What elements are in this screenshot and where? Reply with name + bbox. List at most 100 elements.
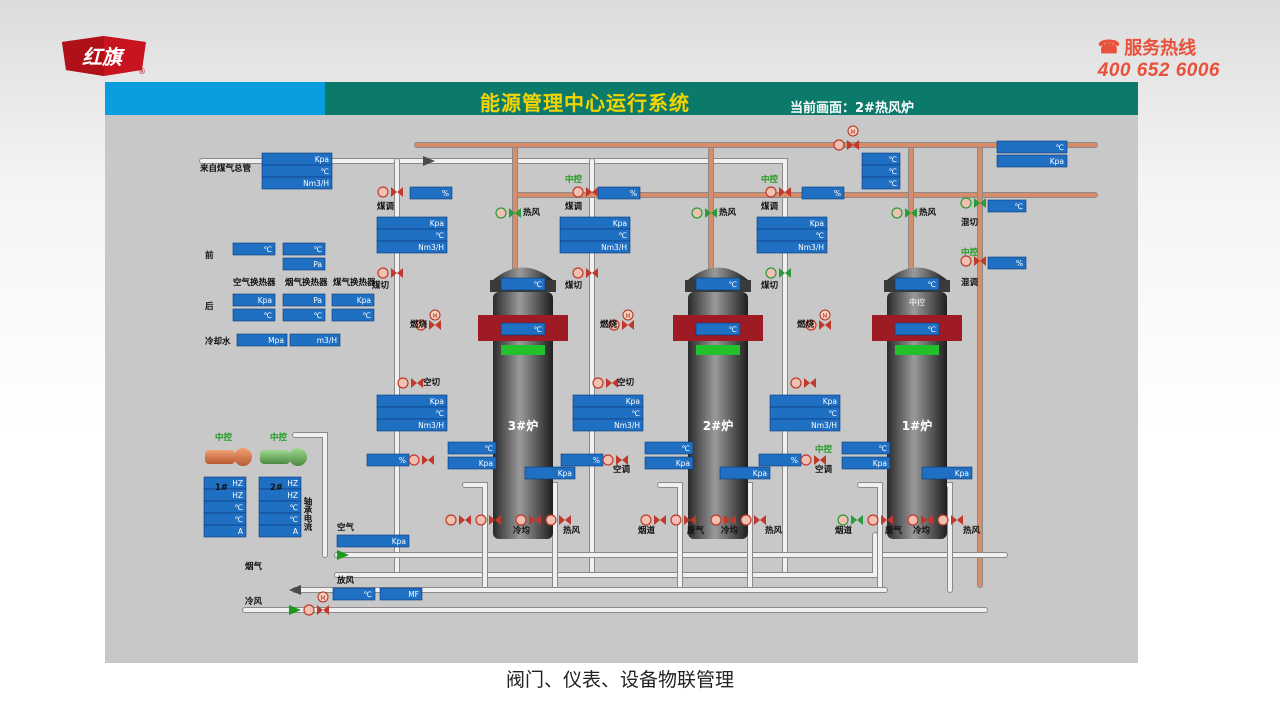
hot-air-temps[interactable]: ℃ bbox=[861, 176, 901, 190]
flue-hx-rear-temp[interactable]: ℃ bbox=[282, 308, 326, 322]
air-meter-3[interactable]: ℃ bbox=[376, 406, 448, 420]
air-meter-1[interactable]: Kpa bbox=[769, 394, 841, 408]
vent-valve[interactable] bbox=[303, 604, 329, 616]
air-kpa-meter[interactable]: Kpa bbox=[336, 534, 410, 548]
fan-2[interactable] bbox=[260, 448, 307, 466]
hot-air-main-temp[interactable]: ℃ bbox=[996, 140, 1068, 154]
dome-temp[interactable]: ℃ bbox=[500, 277, 546, 291]
air-meter-3[interactable]: Nm3/H bbox=[376, 418, 448, 432]
gas-meter-1[interactable]: Nm3/H bbox=[756, 240, 828, 254]
gas-adjust-3-pct[interactable]: % bbox=[409, 186, 453, 200]
gas-main-meter[interactable]: ℃ bbox=[261, 164, 333, 178]
outlet-kpa[interactable]: Kpa bbox=[921, 466, 973, 480]
air-adjust-valve[interactable] bbox=[408, 454, 434, 466]
fan-1-meter[interactable]: A bbox=[203, 524, 247, 538]
combustion-motor[interactable]: M bbox=[429, 309, 441, 321]
gas-adjust-valve[interactable] bbox=[377, 186, 403, 198]
loop-valve[interactable] bbox=[937, 514, 963, 526]
vent-temp[interactable]: ℃ bbox=[332, 587, 376, 601]
outlet-kpa[interactable]: Kpa bbox=[524, 466, 576, 480]
gas-meter-2[interactable]: Kpa bbox=[559, 216, 631, 230]
air-meter-1[interactable]: ℃ bbox=[769, 406, 841, 420]
hot-air-valve[interactable] bbox=[495, 207, 521, 219]
air-hx-rear-kpa[interactable]: Kpa bbox=[232, 293, 276, 307]
flue-hx-front-pa[interactable]: Pa bbox=[282, 257, 326, 271]
air-cut-valve[interactable] bbox=[397, 377, 423, 389]
flue-temp[interactable]: ℃ bbox=[841, 441, 891, 455]
dome-temp[interactable]: ℃ bbox=[894, 277, 940, 291]
gas-meter-3[interactable]: Nm3/H bbox=[376, 240, 448, 254]
gas-meter-1[interactable]: ℃ bbox=[756, 228, 828, 242]
air-adjust-valve[interactable] bbox=[602, 454, 628, 466]
combustion-valve[interactable] bbox=[805, 319, 831, 331]
gas-main-meter[interactable]: Nm3/H bbox=[261, 176, 333, 190]
mix-adjust-pct[interactable]: % bbox=[987, 256, 1027, 270]
gas-adjust-valve[interactable] bbox=[765, 186, 791, 198]
vent-mf[interactable]: MF bbox=[379, 587, 423, 601]
air-hx-front-temp[interactable]: ℃ bbox=[232, 242, 276, 256]
hot-air-valve[interactable] bbox=[691, 207, 717, 219]
hot-header-motor[interactable]: M bbox=[847, 125, 859, 137]
loop-valve[interactable] bbox=[837, 514, 863, 526]
gas-meter-2[interactable]: Nm3/H bbox=[559, 240, 631, 254]
gas-cut-valve[interactable] bbox=[377, 267, 403, 279]
combustion-motor[interactable]: M bbox=[622, 309, 634, 321]
loop-valve[interactable] bbox=[710, 514, 736, 526]
hot-air-temps[interactable]: ℃ bbox=[861, 164, 901, 178]
loop-valve[interactable] bbox=[670, 514, 696, 526]
outlet-kpa[interactable]: Kpa bbox=[719, 466, 771, 480]
air-adjust-valve[interactable] bbox=[800, 454, 826, 466]
combustion-temp[interactable]: ℃ bbox=[695, 322, 741, 336]
mix-cut-valve[interactable] bbox=[960, 197, 986, 209]
gas-cut-valve[interactable] bbox=[765, 267, 791, 279]
air-hx-rear-temp[interactable]: ℃ bbox=[232, 308, 276, 322]
air-cut-valve[interactable] bbox=[592, 377, 618, 389]
fan-1-meter[interactable]: ℃ bbox=[203, 512, 247, 526]
loop-valve[interactable] bbox=[740, 514, 766, 526]
loop-valve[interactable] bbox=[515, 514, 541, 526]
loop-valve[interactable] bbox=[867, 514, 893, 526]
gas-meter-2[interactable]: ℃ bbox=[559, 228, 631, 242]
air-meter-1[interactable]: Nm3/H bbox=[769, 418, 841, 432]
fan-2-meter[interactable]: ℃ bbox=[258, 500, 302, 514]
mix-adjust-valve[interactable] bbox=[960, 255, 986, 267]
loop-valve[interactable] bbox=[445, 514, 471, 526]
combustion-temp[interactable]: ℃ bbox=[894, 322, 940, 336]
air-adjust-2-pct[interactable]: % bbox=[560, 453, 604, 467]
fan-1[interactable] bbox=[205, 448, 252, 466]
fan-1-meter[interactable]: HZ bbox=[203, 476, 247, 490]
fan-2-meter[interactable]: ℃ bbox=[258, 512, 302, 526]
cooling-water-m3h[interactable]: m3/H bbox=[289, 333, 341, 347]
flue-hx-front-temp[interactable]: ℃ bbox=[282, 242, 326, 256]
flue-kpa[interactable]: Kpa bbox=[447, 456, 497, 470]
loop-valve[interactable] bbox=[907, 514, 933, 526]
gas-main-meter[interactable]: Kpa bbox=[261, 152, 333, 166]
loop-valve[interactable] bbox=[475, 514, 501, 526]
cooling-water-mpa[interactable]: Mpa bbox=[236, 333, 288, 347]
fan-2-meter[interactable]: HZ bbox=[258, 476, 302, 490]
combustion-motor[interactable]: M bbox=[819, 309, 831, 321]
combustion-valve[interactable] bbox=[415, 319, 441, 331]
hot-air-valve[interactable] bbox=[891, 207, 917, 219]
flue-hx-rear-pa[interactable]: Pa bbox=[282, 293, 326, 307]
gas-adjust-valve[interactable] bbox=[572, 186, 598, 198]
flue-kpa[interactable]: Kpa bbox=[644, 456, 694, 470]
combustion-valve[interactable] bbox=[608, 319, 634, 331]
mix-cut-temp[interactable]: ℃ bbox=[987, 199, 1027, 213]
combustion-temp[interactable]: ℃ bbox=[500, 322, 546, 336]
hot-air-temps[interactable]: ℃ bbox=[861, 152, 901, 166]
air-meter-3[interactable]: Kpa bbox=[376, 394, 448, 408]
air-cut-valve[interactable] bbox=[790, 377, 816, 389]
fan-2-meter[interactable]: A bbox=[258, 524, 302, 538]
gas-meter-3[interactable]: Kpa bbox=[376, 216, 448, 230]
gas-adjust-1-pct[interactable]: % bbox=[801, 186, 845, 200]
dome-temp[interactable]: ℃ bbox=[695, 277, 741, 291]
vent-motor[interactable]: M bbox=[317, 591, 329, 603]
air-adjust-3-pct[interactable]: % bbox=[366, 453, 410, 467]
air-adjust-1-pct[interactable]: % bbox=[758, 453, 802, 467]
flue-temp[interactable]: ℃ bbox=[447, 441, 497, 455]
hot-air-main-kpa[interactable]: Kpa bbox=[996, 154, 1068, 168]
flue-temp[interactable]: ℃ bbox=[644, 441, 694, 455]
loop-valve[interactable] bbox=[545, 514, 571, 526]
gas-meter-3[interactable]: ℃ bbox=[376, 228, 448, 242]
